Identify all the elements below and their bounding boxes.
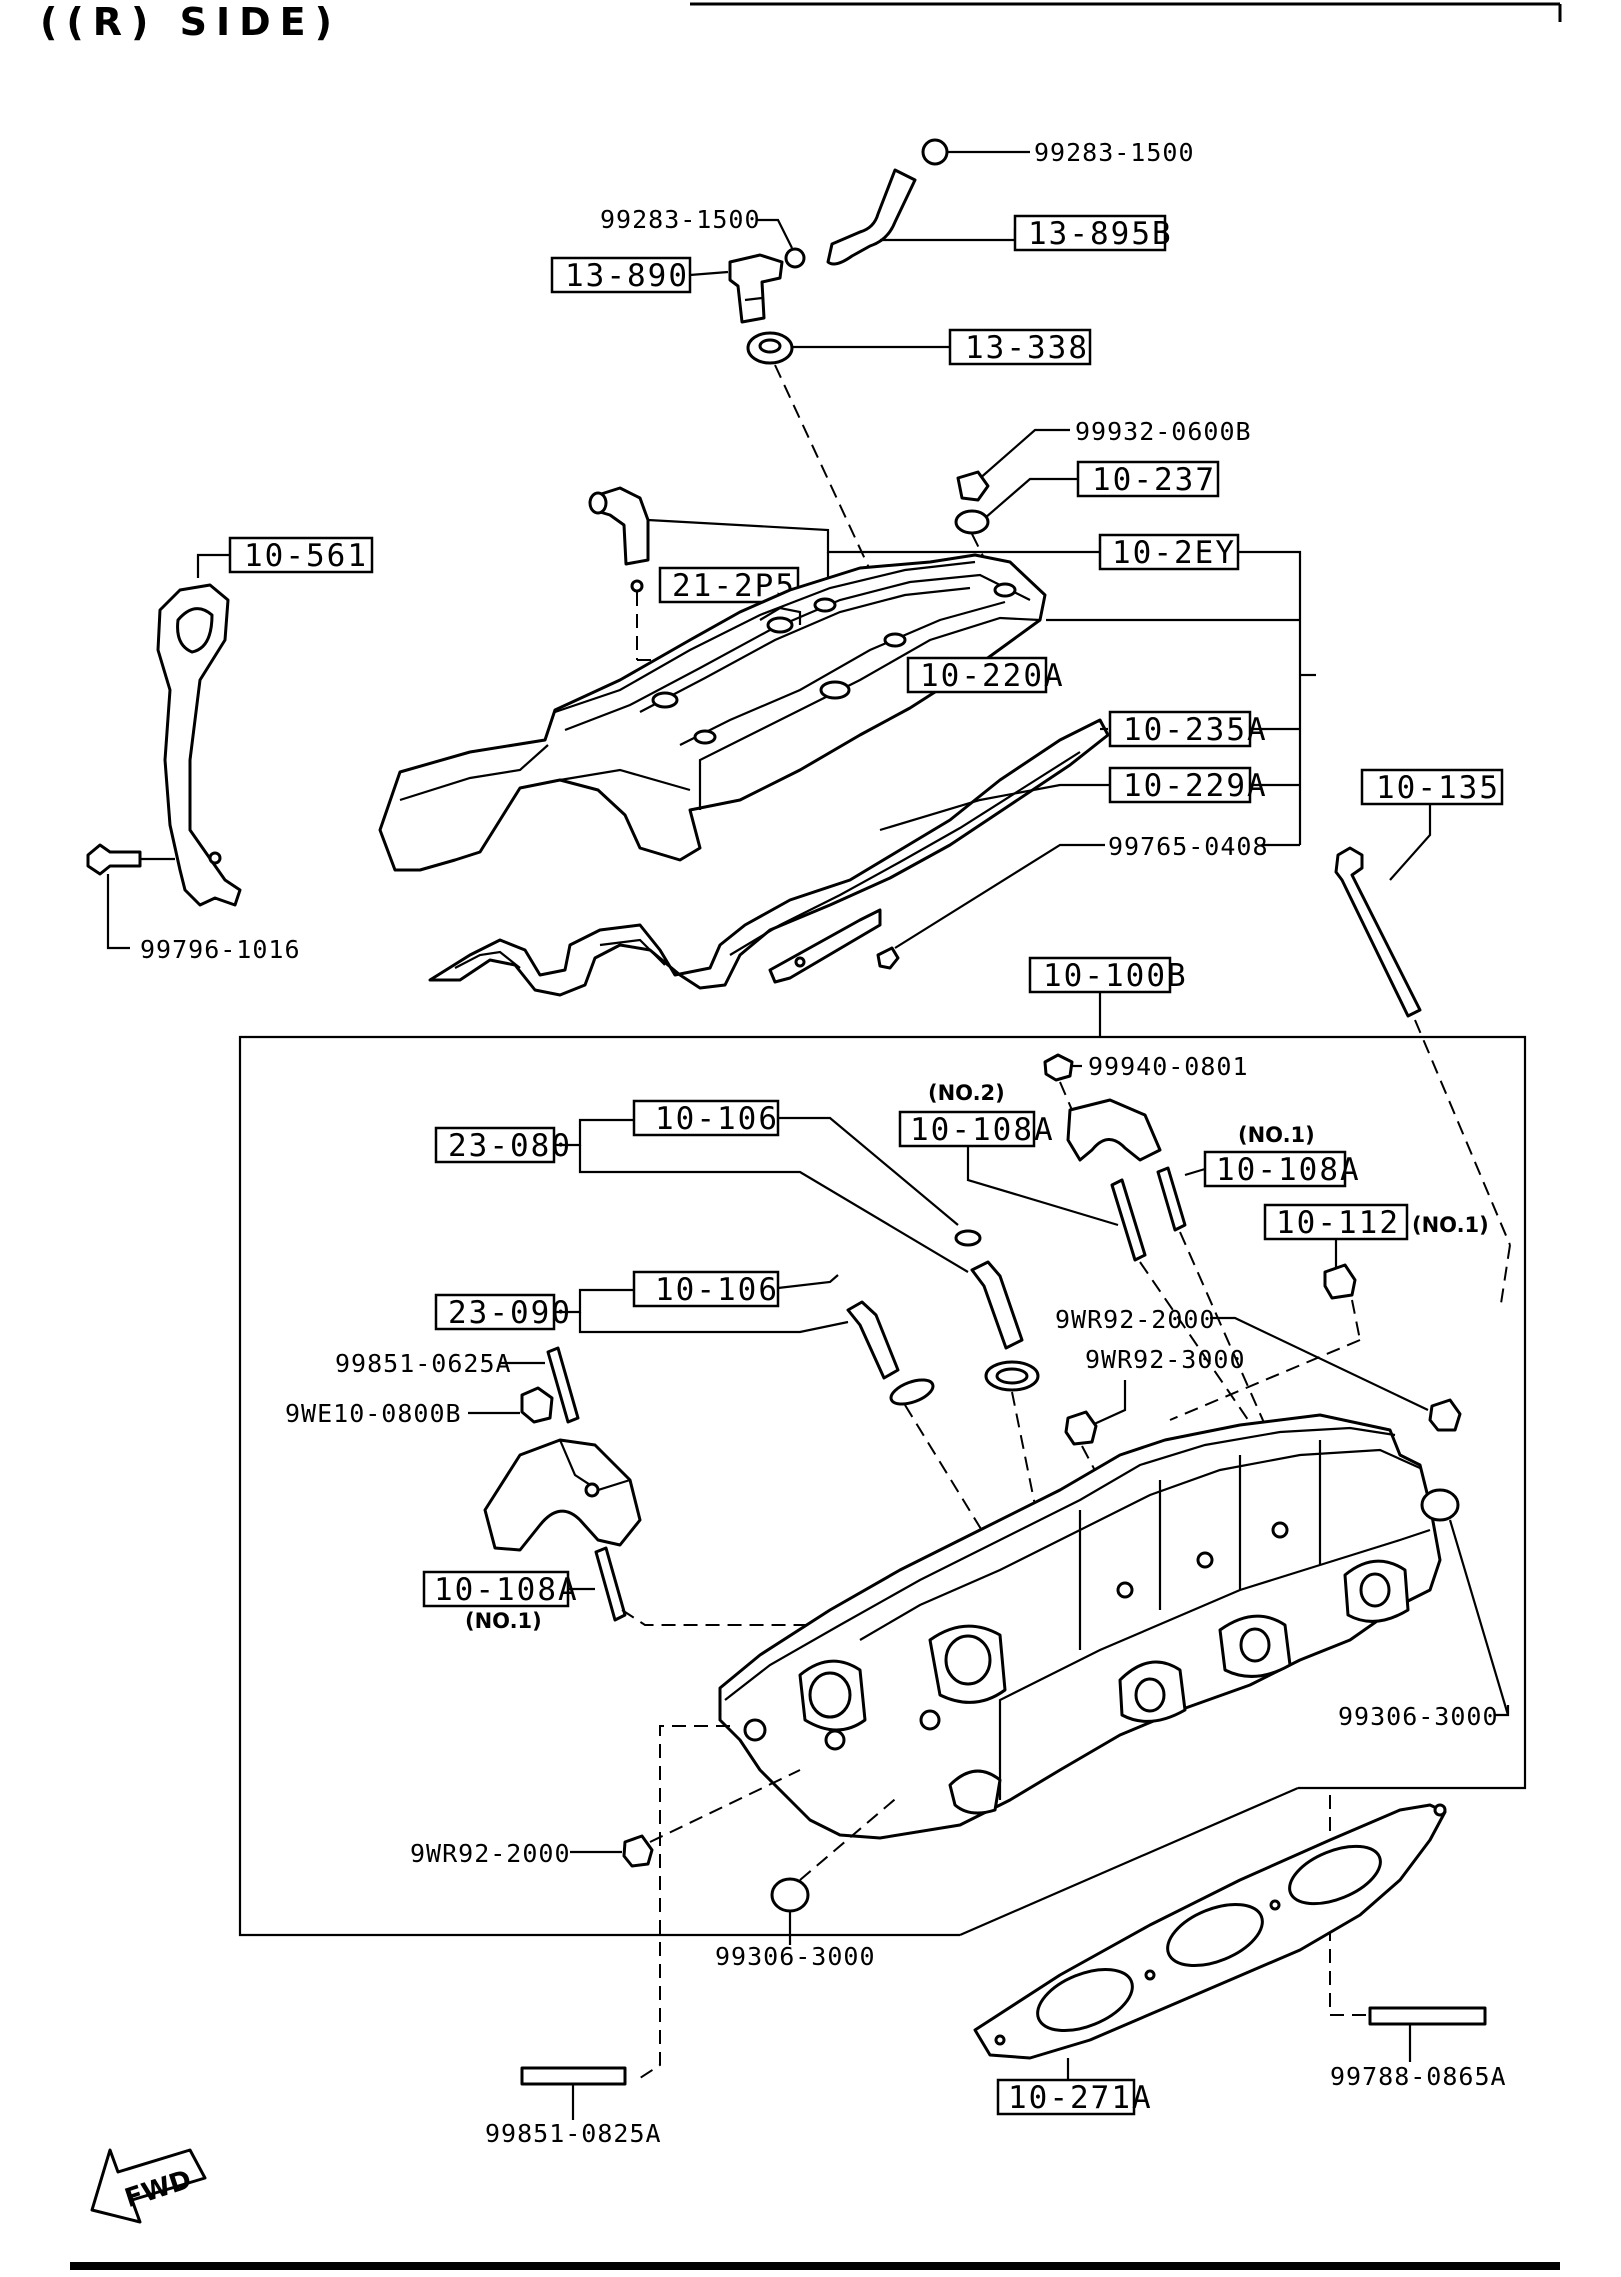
- part-number-99283-1500-left: 99283-1500: [600, 205, 761, 234]
- footer-rule: [70, 2262, 1560, 2270]
- note-no2: (NO.2): [928, 1081, 1005, 1105]
- label-13-890: 13-890: [565, 258, 689, 294]
- box-10-271A[interactable]: [996, 2078, 1136, 2116]
- part-number-9WR92-3000: 9WR92-3000: [1085, 1345, 1246, 1374]
- label-10-108A-left: 10-108A: [434, 1572, 579, 1608]
- engine-hanger-bracket: [156, 583, 242, 907]
- note-no1-112: (NO.1): [1412, 1213, 1489, 1237]
- cylinder-head: [718, 1413, 1442, 1840]
- stud-no1-right: [1156, 1166, 1187, 1232]
- cam-cap-no2: [1066, 1098, 1162, 1162]
- label-23-090: 23-090: [448, 1295, 572, 1331]
- pcv-valve: [728, 253, 784, 324]
- plug-9WR92-2000-right: [1428, 1398, 1462, 1432]
- forward-direction-arrow-icon: FWD: [90, 2148, 207, 2224]
- bolt-99765-0408: [876, 946, 900, 970]
- box-10-220A[interactable]: [906, 656, 1048, 694]
- part-number-99932-0600B: 99932-0600B: [1075, 417, 1252, 446]
- valve-seal-upper: [954, 1229, 982, 1247]
- seal-washer-10-237: [954, 509, 990, 535]
- plug-99306-3000-right: [1420, 1488, 1460, 1522]
- assembly-frame-10-100B: [238, 1035, 1527, 1937]
- hose-clamp-top: [921, 138, 1030, 166]
- plug-99306-3000-bottom: [770, 1877, 810, 1913]
- label-10-220A: 10-220A: [920, 658, 1065, 694]
- label-10-106-upper: 10-106: [655, 1101, 779, 1137]
- label-10-237: 10-237: [1092, 462, 1216, 498]
- nut-9WE10-0800B: [520, 1386, 554, 1424]
- stud-no1-left: [594, 1546, 627, 1622]
- label-10-106-lower: 10-106: [655, 1272, 779, 1308]
- cam-cap-left: [483, 1438, 642, 1552]
- label-10-135: 10-135: [1376, 770, 1500, 806]
- stud-no2: [1110, 1178, 1147, 1262]
- part-number-99851-0825A: 99851-0825A: [485, 2119, 662, 2148]
- part-number-9WE10-0800B: 9WE10-0800B: [285, 1399, 462, 1428]
- note-no1-right: (NO.1): [1238, 1123, 1315, 1147]
- box-10-229A[interactable]: [1108, 766, 1252, 804]
- label-13-895B: 13-895B: [1028, 216, 1173, 252]
- box-23-090[interactable]: [434, 1293, 556, 1331]
- stud-99851-0825A: [520, 2066, 627, 2086]
- label-10-108A-no1: 10-108A: [1216, 1152, 1361, 1188]
- breather-hose: [826, 168, 917, 266]
- box-10-135[interactable]: [1360, 768, 1504, 806]
- label-10-235A: 10-235A: [1123, 712, 1268, 748]
- part-number-9WR92-2000-left: 9WR92-2000: [410, 1839, 571, 1868]
- head-cover-gasket: [428, 718, 1110, 997]
- hose-clamp-small: [784, 247, 806, 269]
- label-13-338: 13-338: [965, 330, 1089, 366]
- label-10-271A: 10-271A: [1008, 2080, 1153, 2116]
- part-number-99283-1500-top: 99283-1500: [1034, 138, 1195, 167]
- baffle-plate-10-229A: [768, 908, 882, 984]
- part-number-99788-0865A: 99788-0865A: [1330, 2062, 1507, 2091]
- oil-filler-elbow: [596, 486, 650, 566]
- plug-9WR92-3000: [1064, 1410, 1098, 1446]
- bolt-99932-0600B: [956, 470, 990, 502]
- box-13-890[interactable]: [550, 256, 692, 294]
- cylinder-head-gasket: [973, 1803, 1447, 2060]
- valve-guide-lower: [846, 1300, 900, 1380]
- label-10-229A: 10-229A: [1123, 768, 1268, 804]
- head-bolt-10-135: [1334, 846, 1422, 1018]
- stud-99851-0625A: [546, 1346, 580, 1424]
- part-number-9WR92-2000-right: 9WR92-2000: [1055, 1305, 1216, 1334]
- label-10-100B: 10-100B: [1043, 958, 1188, 994]
- plug-9WR92-2000-left: [622, 1834, 654, 1868]
- valve-seal-ring-lower: [889, 1378, 935, 1406]
- box-10-2EY[interactable]: [1098, 533, 1240, 571]
- oil-control-orifice-10-112: [1323, 1263, 1357, 1300]
- label-23-080: 23-080: [448, 1128, 572, 1164]
- label-10-112: 10-112: [1276, 1205, 1400, 1241]
- box-13-895B[interactable]: [1013, 214, 1167, 252]
- box-13-338[interactable]: [948, 328, 1092, 366]
- box-10-100B[interactable]: [1028, 956, 1172, 994]
- part-number-99796-1016: 99796-1016: [140, 935, 301, 964]
- part-number-99765-0408: 99765-0408: [1108, 832, 1269, 861]
- grommet-13-338: [746, 331, 794, 365]
- box-10-112[interactable]: [1263, 1203, 1409, 1241]
- part-number-99306-3000-right: 99306-3000: [1338, 1702, 1499, 1731]
- page-title: ((R) SIDE): [40, 0, 341, 44]
- part-number-99851-0625A: 99851-0625A: [335, 1349, 512, 1378]
- cylinder-head-cover: [378, 553, 1047, 872]
- note-no1-left: (NO.1): [465, 1609, 542, 1633]
- nut-99940-0801: [1043, 1053, 1074, 1082]
- box-10-237[interactable]: [1076, 460, 1220, 498]
- label-10-561: 10-561: [244, 538, 368, 574]
- stud-99788-0865A: [1368, 2006, 1487, 2026]
- plug-21-2P5: [630, 579, 644, 593]
- part-number-99306-3000-bottom: 99306-3000: [715, 1942, 876, 1971]
- part-number-99940-0801: 99940-0801: [1088, 1052, 1249, 1081]
- bolt-99796-1016: [86, 843, 142, 876]
- valve-guide-upper: [970, 1260, 1024, 1350]
- label-10-108A-no2: 10-108A: [910, 1112, 1055, 1148]
- label-10-2EY: 10-2EY: [1112, 535, 1236, 571]
- box-23-080[interactable]: [434, 1126, 556, 1164]
